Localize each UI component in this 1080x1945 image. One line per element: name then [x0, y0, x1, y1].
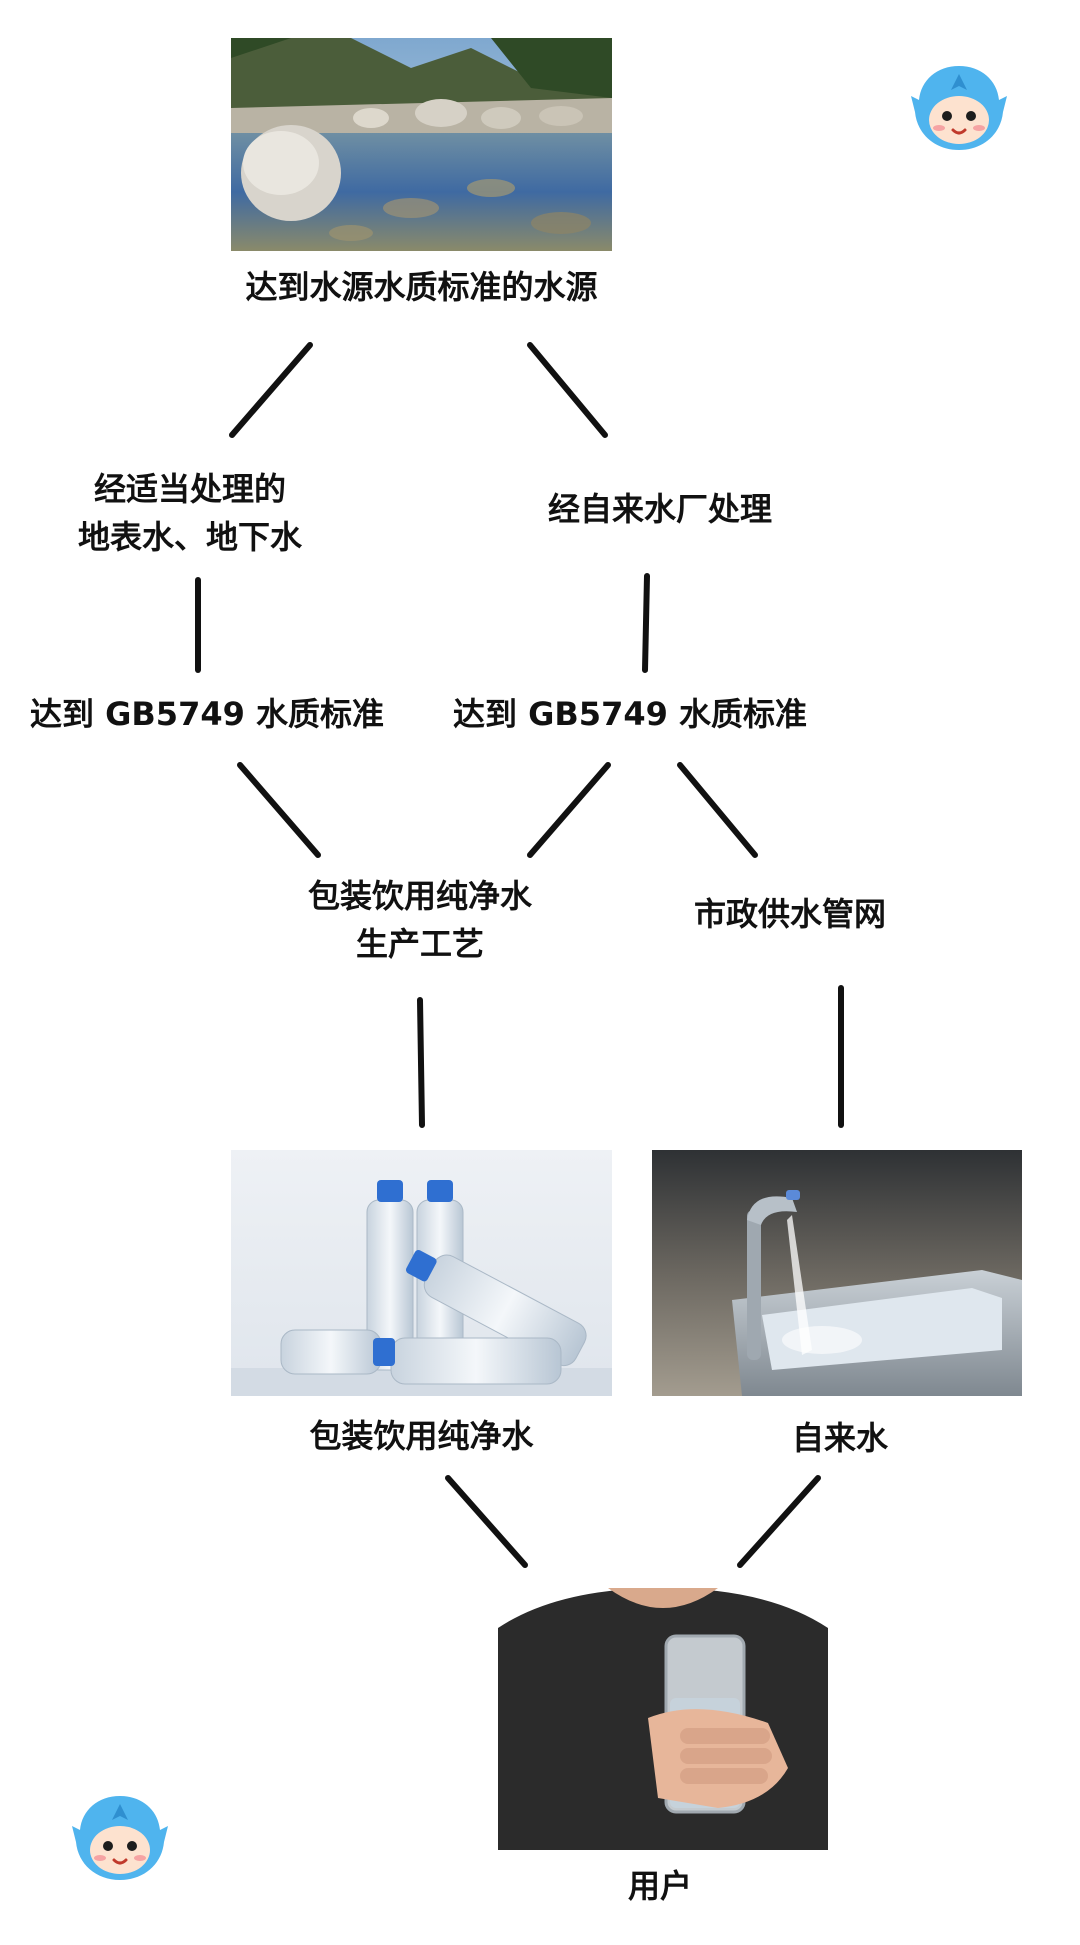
groundwater-label-line2: 地表水、地下水 [77, 518, 302, 556]
water-source-label: 达到水源水质标准的水源 [245, 268, 598, 306]
connector-standard-right-to-municipal [677, 762, 758, 858]
standard-left-label: 达到 GB5749 水质标准 [24, 690, 391, 738]
water-drop-mascot-icon [68, 1790, 172, 1886]
tap-water-label: 自来水 [791, 1419, 888, 1457]
standard-right-label: 达到 GB5749 水质标准 [447, 690, 814, 738]
connector-standard-left-to-bottling [237, 762, 321, 858]
user-label: 用户 [627, 1867, 692, 1905]
connector-bottling-to-bottled [417, 997, 425, 1128]
groundwater-label: 经适当处理的 地表水、地下水 [40, 465, 340, 561]
connector-bottled-to-user [445, 1475, 528, 1568]
bottling-process-label: 包装饮用纯净水 生产工艺 [270, 872, 570, 968]
municipal-network-label: 市政供水管网 [693, 895, 886, 933]
bottled-water-photo [231, 1150, 612, 1396]
groundwater-label-line1: 经适当处理的 [93, 470, 286, 508]
river-source-photo [231, 38, 612, 251]
tap-water-photo [652, 1150, 1022, 1396]
connector-plant-to-standard [642, 573, 650, 673]
bottling-process-line2: 生产工艺 [355, 925, 484, 963]
connector-standard-right-to-bottling [527, 762, 611, 858]
bottling-process-line1: 包装饮用纯净水 [307, 877, 532, 915]
user-photo [498, 1588, 828, 1850]
connector-source-to-plant [527, 342, 608, 438]
connector-source-to-groundwater [229, 342, 313, 438]
water-plant-label: 经自来水厂处理 [547, 490, 772, 528]
connector-tap-to-user [737, 1475, 821, 1568]
water-drop-mascot-icon [907, 60, 1011, 156]
bottled-water-label: 包装饮用纯净水 [309, 1417, 534, 1455]
